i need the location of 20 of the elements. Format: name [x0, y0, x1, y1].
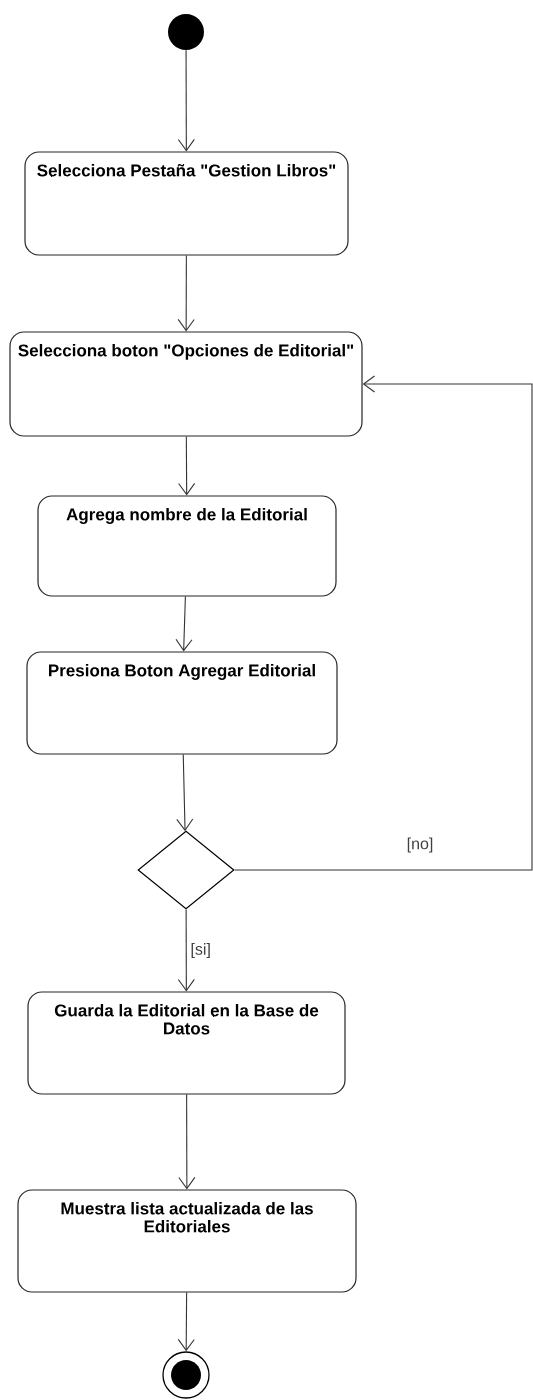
action-box: Selecciona Pestaña "Gestion Libros" — [24, 151, 349, 256]
arrow — [177, 49, 195, 152]
decision-diamond — [137, 830, 235, 910]
edge-label: [si] — [191, 943, 210, 958]
arrow — [178, 1094, 196, 1190]
arrow — [176, 754, 194, 832]
action-box: Agrega nombre de la Editorial — [37, 495, 337, 597]
action-box: Muestra lista actualizada de las Editoriales — [17, 1189, 357, 1293]
action-box: Presiona Boton Agregar Editorial — [26, 651, 338, 755]
arrow — [234, 375, 533, 871]
arrow — [177, 255, 195, 332]
end-node — [162, 1351, 210, 1399]
arrow — [177, 1292, 195, 1352]
arrow — [175, 596, 193, 652]
action-box: Selecciona boton "Opciones de Editorial" — [9, 331, 363, 437]
start-node — [168, 14, 204, 50]
arrow — [178, 436, 196, 496]
action-box: Guarda la Editorial en la Base de Datos — [27, 991, 346, 1095]
arrow — [177, 908, 195, 992]
edge-label: [no] — [407, 837, 433, 853]
